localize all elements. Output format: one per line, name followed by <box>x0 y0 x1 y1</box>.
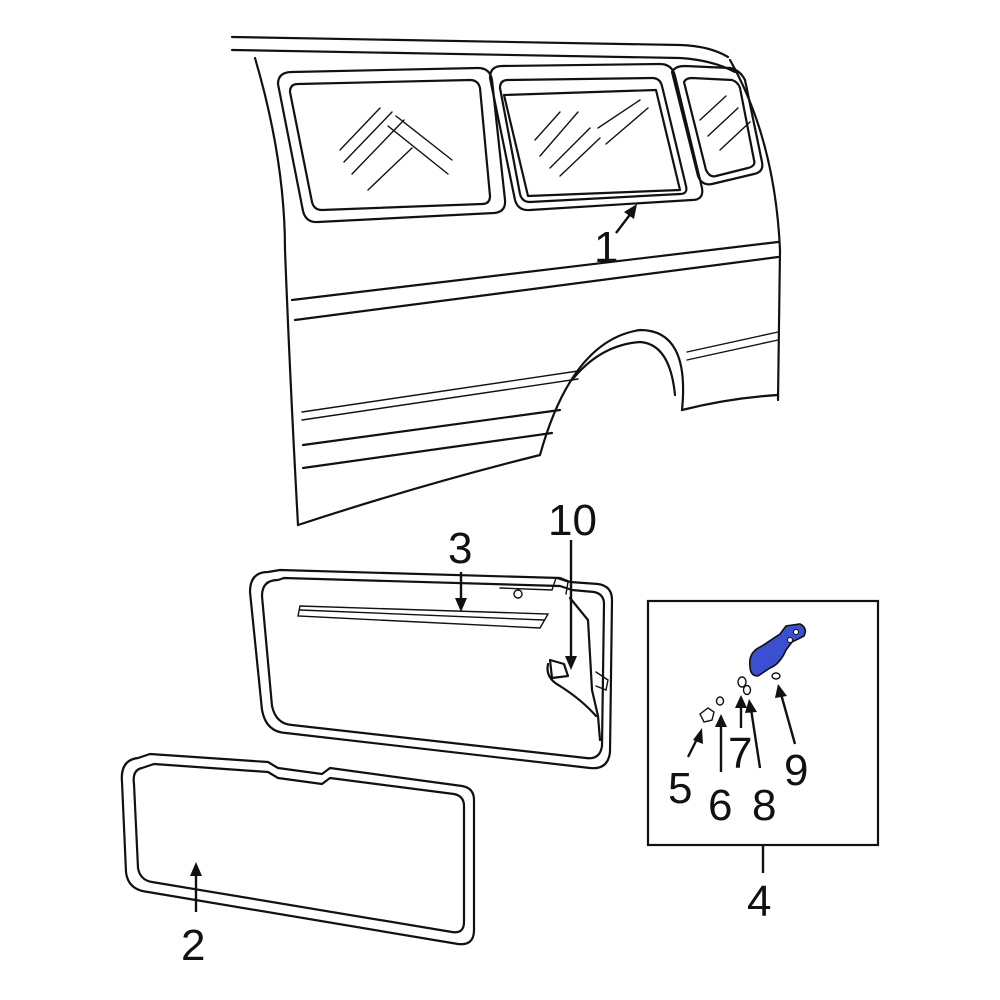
latch-nut <box>771 672 781 680</box>
leader-lines <box>190 204 797 912</box>
callout-2: 2 <box>181 921 205 970</box>
callout-1: 1 <box>594 223 618 272</box>
latch-spacer <box>737 676 747 688</box>
callout-4: 4 <box>747 877 771 926</box>
callout-6: 6 <box>708 781 732 830</box>
front-side-window <box>276 66 507 224</box>
rear-side-window <box>670 64 764 186</box>
van-body-side-panel <box>230 35 782 527</box>
callout-10: 10 <box>548 496 597 545</box>
latch-bushing <box>742 684 752 696</box>
callout-8: 8 <box>752 781 776 830</box>
window-glass-pane <box>120 752 476 946</box>
latch-bolt <box>699 707 715 723</box>
callout-5: 5 <box>668 764 692 813</box>
callout-9: 9 <box>784 746 808 795</box>
window-latch-handle <box>748 623 807 677</box>
sliding-window-frame-assembly <box>248 568 614 770</box>
latch-hardware-inset <box>646 599 880 847</box>
callout-3: 3 <box>448 524 472 573</box>
center-sliding-window <box>488 62 704 212</box>
latch-washer <box>715 696 725 706</box>
callout-7: 7 <box>728 729 752 778</box>
